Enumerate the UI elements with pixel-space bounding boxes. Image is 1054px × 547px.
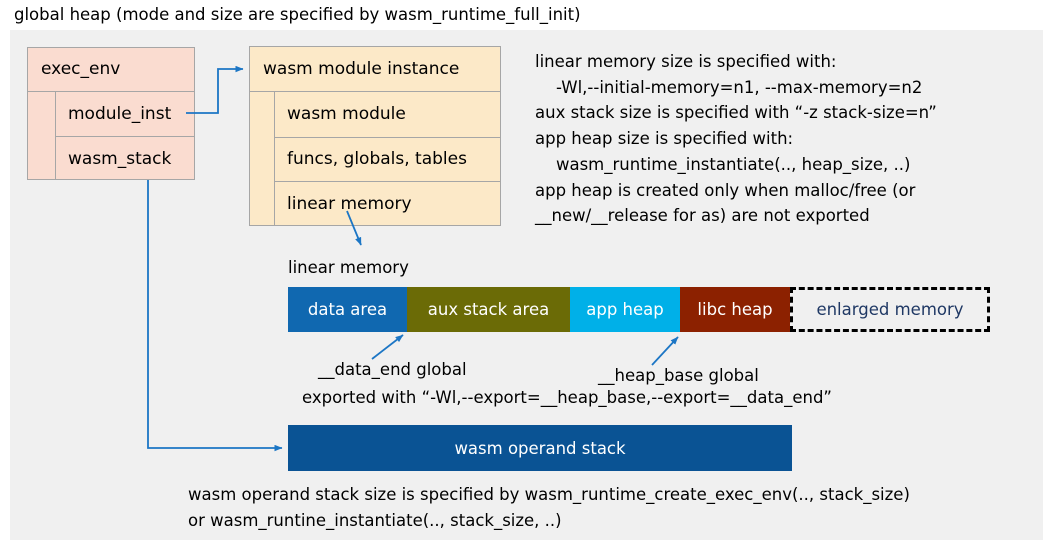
- wasm-module-instance-gutter: [250, 92, 275, 226]
- export-flags-note: exported with “-Wl,--export=__heap_base,…: [302, 388, 832, 407]
- linear-memory-bar: data area aux stack area app heap libc heap…: [288, 287, 990, 332]
- memory-segment-label: libc heap: [697, 300, 773, 319]
- wasm-module-instance-box[interactable]: wasm module instance wasm module funcs, …: [249, 46, 501, 226]
- field-linear-memory[interactable]: linear memory: [275, 181, 500, 226]
- exec-env-body: module_inst wasm_stack: [28, 92, 194, 180]
- exec-env-title: exec_env: [28, 48, 194, 92]
- linear-memory-label: linear memory: [288, 258, 409, 277]
- exec-env-fields: module_inst wasm_stack: [56, 92, 194, 180]
- heap-base-global-label: __heap_base global: [598, 366, 759, 385]
- memory-segment-app-heap[interactable]: app heap: [570, 287, 680, 332]
- memory-segment-libc-heap[interactable]: libc heap: [680, 287, 790, 332]
- memory-segment-label: enlarged memory: [816, 300, 964, 319]
- wasm-module-instance-body: wasm module funcs, globals, tables linea…: [250, 92, 500, 226]
- field-funcs-globals-tables[interactable]: funcs, globals, tables: [275, 136, 500, 182]
- memory-segment-label: aux stack area: [427, 300, 550, 319]
- memory-segment-aux-stack-area[interactable]: aux stack area: [407, 287, 570, 332]
- data-end-global-label: __data_end global: [318, 360, 467, 379]
- wasm-operand-stack-box[interactable]: wasm operand stack: [288, 425, 792, 471]
- exec-env-box[interactable]: exec_env module_inst wasm_stack: [27, 47, 195, 180]
- memory-segment-label: data area: [307, 300, 388, 319]
- exec-env-field-module-inst[interactable]: module_inst: [68, 104, 172, 124]
- page-title: global heap (mode and size are specified…: [14, 5, 581, 24]
- memory-segment-enlarged-memory[interactable]: enlarged memory: [790, 287, 990, 332]
- runtime-configuration-notes: linear memory size is specified with: -W…: [535, 52, 937, 226]
- memory-segment-label: app heap: [586, 300, 664, 319]
- wasm-module-instance-fields: wasm module funcs, globals, tables linea…: [275, 92, 500, 226]
- memory-segment-data-area[interactable]: data area: [288, 287, 407, 332]
- exec-env-gutter: [28, 92, 56, 180]
- field-wasm-module[interactable]: wasm module: [287, 104, 406, 125]
- operand-stack-note: wasm operand stack size is specified by …: [188, 485, 910, 530]
- wasm-operand-stack-label: wasm operand stack: [454, 438, 626, 458]
- exec-env-field-wasm-stack[interactable]: wasm_stack: [56, 136, 194, 180]
- wasm-module-instance-title: wasm module instance: [250, 47, 500, 92]
